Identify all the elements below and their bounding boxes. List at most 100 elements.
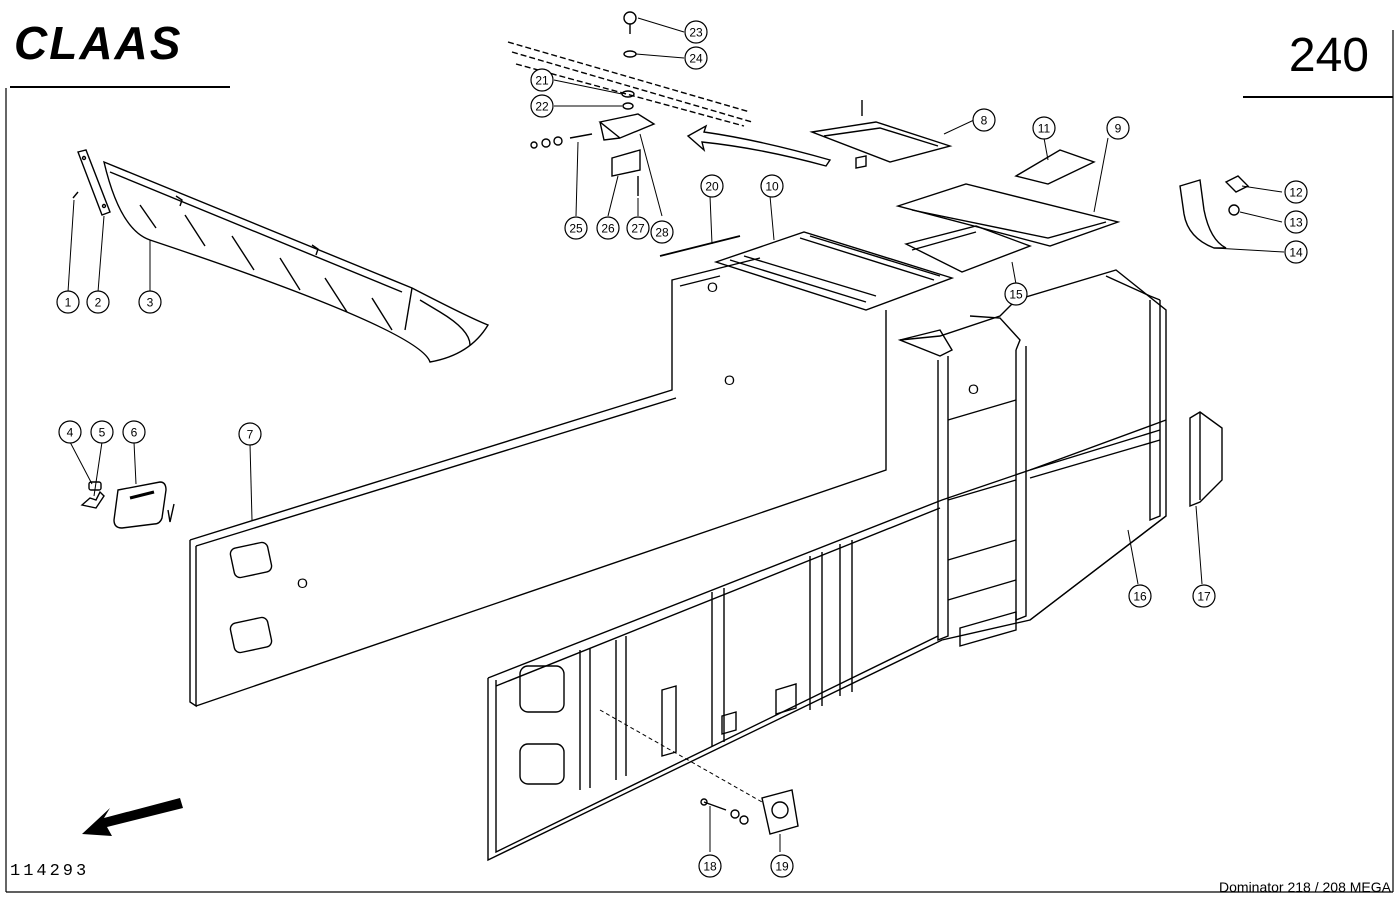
callout-15: 15	[1004, 282, 1028, 306]
part-5-clip	[80, 490, 105, 509]
callout-20: 20	[700, 174, 724, 198]
callout-8: 8	[972, 108, 996, 132]
callout-label: 4	[67, 426, 74, 440]
top-rail-assembly	[507, 11, 832, 196]
callout-label: 3	[147, 296, 154, 310]
part-2-strap	[77, 149, 111, 216]
callout-18: 18	[698, 854, 722, 878]
callout-9: 9	[1106, 116, 1130, 140]
callout-label: 7	[247, 428, 254, 442]
callout-label: 12	[1289, 186, 1303, 200]
callout-circle	[1284, 210, 1308, 234]
model-label: Dominator 218 / 208 MEGA	[1219, 879, 1391, 895]
callout-4: 4	[58, 420, 82, 444]
callout-12: 12	[1284, 180, 1308, 204]
callout-label: 5	[99, 426, 106, 440]
part-12-bracket	[1224, 175, 1250, 193]
callout-label: 6	[131, 426, 138, 440]
callout-24: 24	[684, 46, 708, 70]
callout-circle	[1192, 584, 1216, 608]
callout-circle	[56, 290, 80, 314]
callout-circle	[1284, 240, 1308, 264]
callout-circle	[1128, 584, 1152, 608]
callout-circle	[698, 854, 722, 878]
callout-circle	[760, 174, 784, 198]
callout-label: 23	[689, 26, 703, 40]
svg-text:O: O	[707, 279, 718, 295]
callout-circle	[684, 20, 708, 44]
callout-label: 15	[1009, 288, 1023, 302]
callout-circle	[1004, 282, 1028, 306]
callout-circle	[122, 420, 146, 444]
header-rule-left	[10, 86, 230, 88]
callout-circle	[530, 94, 554, 118]
callout-circle	[58, 420, 82, 444]
callout-label: 21	[535, 74, 549, 88]
callout-11: 11	[1032, 116, 1056, 140]
part-13-nut	[1228, 204, 1240, 216]
direction-arrow-icon	[82, 798, 183, 836]
callout-label: 11	[1038, 122, 1051, 136]
part-1-pin	[72, 191, 79, 199]
callout-13: 13	[1284, 210, 1308, 234]
callout-circle	[1284, 180, 1308, 204]
drawing-number: 114293	[10, 862, 90, 881]
part-15-cover	[904, 225, 1032, 273]
callout-label: 8	[981, 114, 988, 128]
header-rule-right	[1243, 96, 1393, 98]
part-8-hatch-cover	[809, 100, 953, 169]
callout-1: 1	[56, 290, 80, 314]
callout-circle	[972, 108, 996, 132]
callout-circle	[770, 854, 794, 878]
callout-label: 14	[1289, 246, 1303, 260]
callout-circle	[700, 174, 724, 198]
callout-label: 1	[65, 296, 72, 310]
svg-text:O: O	[297, 575, 308, 591]
svg-text:O: O	[724, 372, 735, 388]
callout-label: 16	[1133, 590, 1147, 604]
part-14-deflector	[1179, 179, 1227, 249]
callout-circle	[650, 220, 674, 244]
callout-label: 17	[1197, 590, 1211, 604]
callout-circle	[238, 422, 262, 446]
brand-logo: CLAAS	[14, 17, 183, 69]
callout-label: 19	[775, 860, 789, 874]
callout-16: 16	[1128, 584, 1152, 608]
callout-26: 26	[596, 216, 620, 240]
part-7-side-panel: O O O	[189, 257, 887, 708]
part-3-trough-panel	[103, 160, 490, 363]
callout-circle	[684, 46, 708, 70]
callout-17: 17	[1192, 584, 1216, 608]
callout-25: 25	[564, 216, 588, 240]
callout-6: 6	[122, 420, 146, 444]
callout-circle	[596, 216, 620, 240]
callout-22: 22	[530, 94, 554, 118]
callout-2: 2	[86, 290, 110, 314]
callout-circle	[530, 68, 554, 92]
callout-5: 5	[90, 420, 114, 444]
callout-27: 27	[626, 216, 650, 240]
part-19-flange-plate	[761, 789, 799, 835]
callout-label: 9	[1115, 122, 1122, 136]
callout-circle	[626, 216, 650, 240]
part-17-end-plate	[1189, 411, 1223, 508]
callout-circle	[138, 290, 162, 314]
callout-19: 19	[770, 854, 794, 878]
part-16-main-frame: O	[487, 269, 1167, 862]
callout-circle	[90, 420, 114, 444]
callout-circle	[1106, 116, 1130, 140]
callout-label: 18	[703, 860, 717, 874]
svg-text:O: O	[968, 381, 979, 397]
part-18-bolt	[700, 798, 749, 825]
page-number: 240	[1288, 29, 1369, 82]
callout-circle	[1032, 116, 1056, 140]
callout-circle	[564, 216, 588, 240]
callout-label: 13	[1289, 216, 1303, 230]
callout-label: 24	[689, 52, 703, 66]
callout-28: 28	[650, 220, 674, 244]
callout-label: 28	[655, 226, 669, 240]
callout-label: 2	[95, 296, 102, 310]
